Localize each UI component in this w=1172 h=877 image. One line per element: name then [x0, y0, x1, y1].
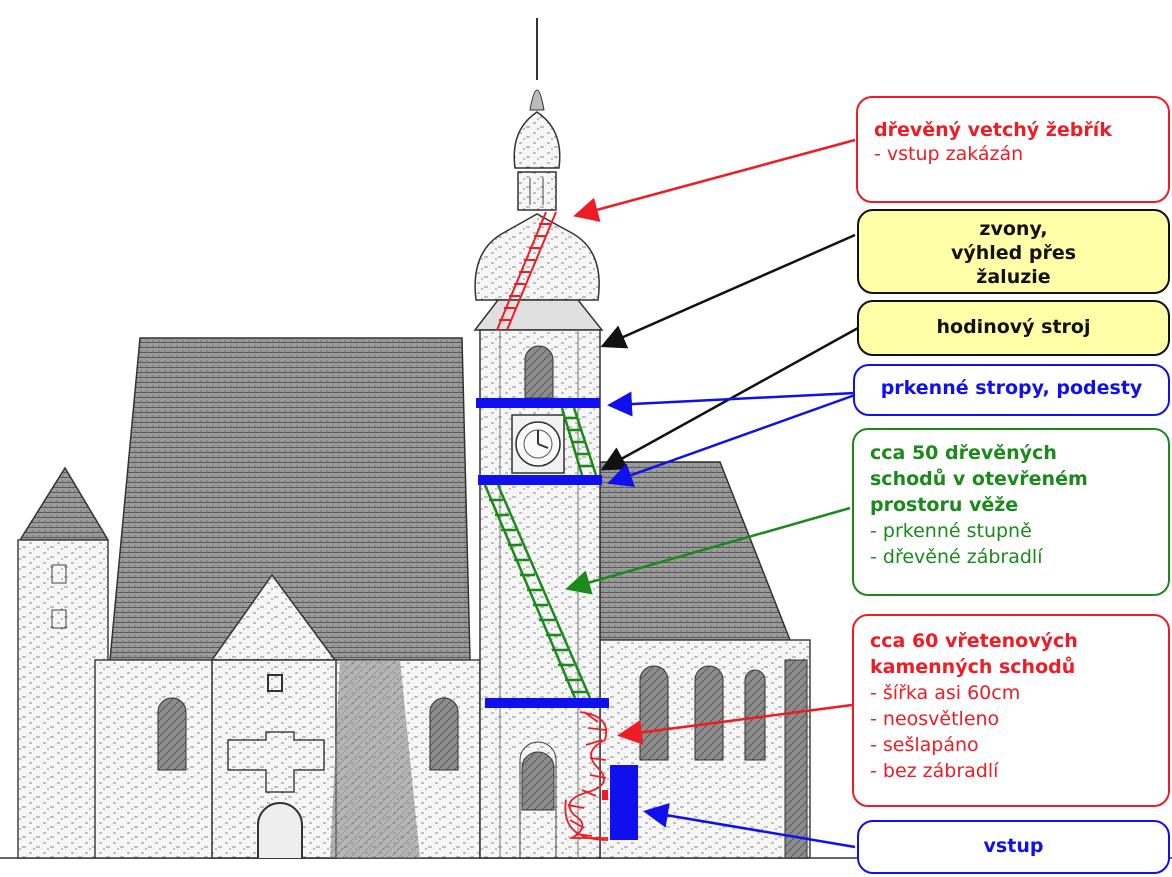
- left-tower: [17, 466, 110, 859]
- callout-stone-stairs-item-3: - sešlapáno: [870, 734, 979, 756]
- arrow-floors-2: [607, 393, 856, 488]
- entrance-marking: [610, 765, 638, 840]
- callout-bells-line-3: žaluzie: [976, 266, 1051, 288]
- callout-clock: hodinový stroj: [857, 300, 1170, 356]
- callout-wooden-stairs-item-2: - dřevěné zábradlí: [870, 546, 1043, 568]
- callout-bells-line-1: zvony,: [979, 218, 1048, 240]
- callout-floors: prkenné stropy, podesty: [853, 364, 1170, 416]
- arrow-entrance: [643, 803, 856, 849]
- callout-bells: zvony, výhled přes žaluzie: [857, 209, 1170, 294]
- spiral-stairs-marking: [564, 711, 609, 841]
- callout-stone-stairs-line-2: kamenných schodů: [870, 656, 1076, 678]
- arrow-floors-1: [607, 391, 856, 417]
- callout-wooden-stairs-line-2: schodů v otevřeném: [870, 468, 1088, 490]
- wooden-ladder-marking: [496, 211, 557, 331]
- callout-stone-stairs-line-1: cca 60 vřetenových: [870, 630, 1078, 652]
- callout-stone-stairs-item-4: - bez zábradlí: [870, 760, 999, 782]
- wooden-stairs-main: [483, 484, 592, 699]
- callout-wooden-stairs: cca 50 dřevěných schodů v otevřeném pros…: [852, 428, 1170, 596]
- arrow-ladder: [573, 138, 856, 222]
- callout-floors-title: prkenné stropy, podesty: [880, 377, 1143, 399]
- callout-clock-title: hodinový stroj: [936, 316, 1091, 338]
- floor-middle: [478, 475, 602, 485]
- callout-stone-stairs-item-2: - neosvětleno: [870, 708, 1000, 730]
- callout-stone-stairs-item-1: - šířka asi 60cm: [870, 682, 1021, 704]
- callout-wooden-stairs-item-1: - prkenné stupně: [870, 520, 1032, 542]
- callout-ladder-title: dřevěný vetchý žebřík: [874, 119, 1112, 141]
- callout-entrance: vstup: [857, 820, 1170, 874]
- wooden-stairs-upper: [560, 407, 598, 476]
- callout-ladder: dřevěný vetchý žebřík - vstup zakázán: [856, 96, 1170, 203]
- floor-lower: [485, 698, 609, 708]
- main-tower: [473, 18, 604, 859]
- arrow-wooden-stairs: [565, 506, 851, 595]
- callout-bells-line-2: výhled přes: [950, 242, 1077, 264]
- callout-stone-stairs: cca 60 vřetenových kamenných schodů - ší…: [852, 614, 1170, 807]
- callout-wooden-stairs-line-1: cca 50 dřevěných: [870, 442, 1057, 464]
- arrow-stone-stairs: [617, 703, 853, 745]
- callout-entrance-title: vstup: [983, 835, 1044, 857]
- floor-upper: [476, 398, 600, 408]
- callout-ladder-line: - vstup zakázán: [874, 143, 1024, 165]
- arrow-bells: [600, 233, 856, 349]
- callout-wooden-stairs-line-3: prostoru věže: [870, 494, 1019, 516]
- nave: [94, 337, 481, 859]
